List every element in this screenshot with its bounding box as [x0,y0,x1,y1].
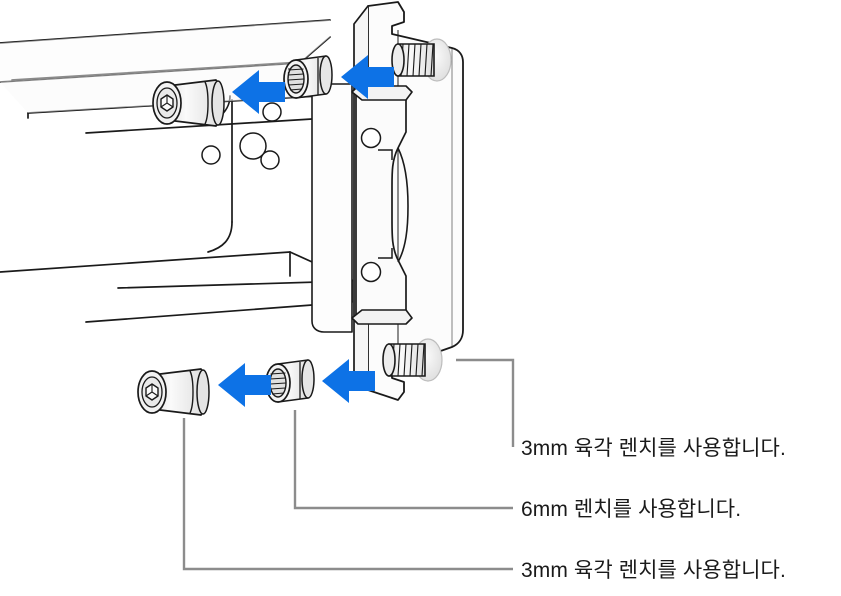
callout-label-bottom: 3mm 육각 렌치를 사용합니다. [521,559,786,582]
callout-leader-lines [182,358,515,571]
hex-socket-cap-lower [137,368,210,416]
leader-line-bottom [182,418,513,571]
callout-label-top: 3mm 육각 렌치를 사용합니다. [521,437,786,460]
threaded-nut-lower [265,359,315,403]
leader-line-top [456,358,515,447]
threaded-stud-lower [382,338,443,382]
hex-socket-cap-upper [152,79,225,127]
arrow-upper-inner [341,55,394,99]
arrow-lower-inner [322,359,375,403]
leader-line-middle [293,410,513,510]
rail-face-holes [201,102,282,170]
assembly-arrows [218,55,394,407]
threaded-nut-upper [283,55,333,99]
arrow-lower-outer [218,363,271,407]
arrow-upper-outer [232,70,285,114]
callout-label-middle: 6mm 렌치를 사용합니다. [521,498,742,521]
threaded-stud-upper [391,38,452,82]
